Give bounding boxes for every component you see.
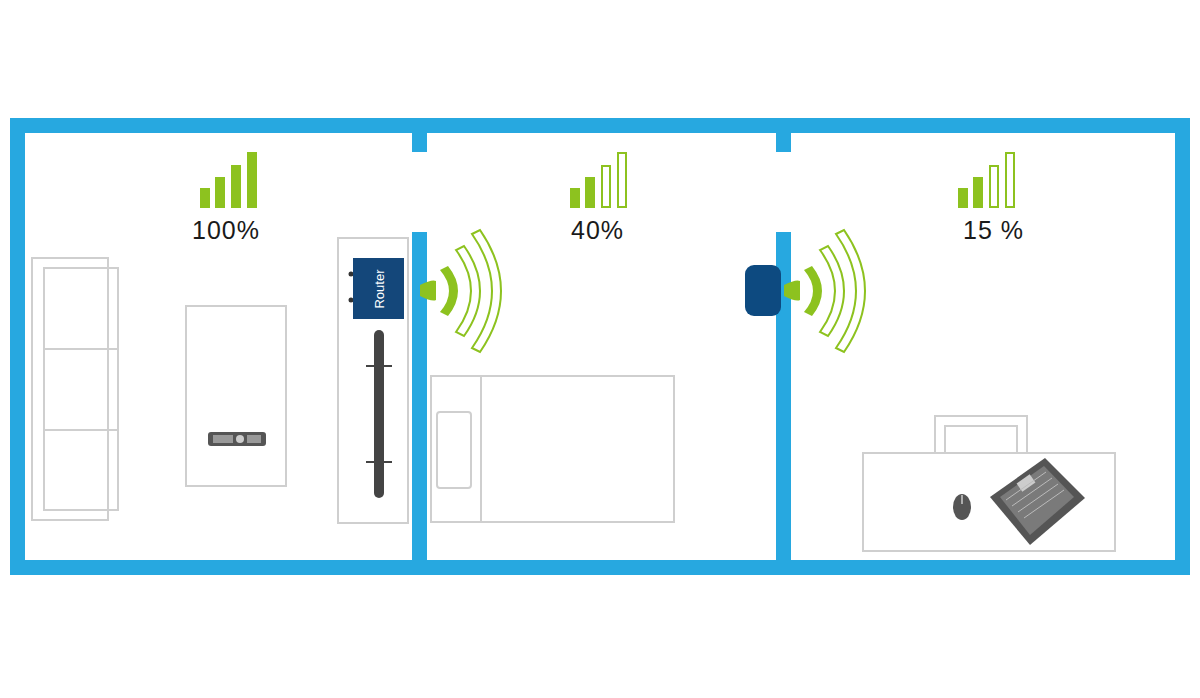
signal-percent: 15 %	[963, 216, 1024, 245]
router-label: Router	[371, 269, 386, 308]
signal-bars	[201, 153, 1014, 207]
laptop	[990, 458, 1085, 545]
remote-control	[208, 432, 266, 446]
repeater	[745, 265, 781, 316]
router-box: Router	[353, 258, 404, 319]
radiator	[366, 330, 392, 498]
wifi-waves	[420, 230, 865, 352]
furniture	[32, 238, 1115, 551]
walls	[10, 118, 1190, 575]
signal-percent: 100%	[192, 216, 260, 245]
mouse	[953, 494, 971, 520]
signal-percent: 40%	[571, 216, 624, 245]
